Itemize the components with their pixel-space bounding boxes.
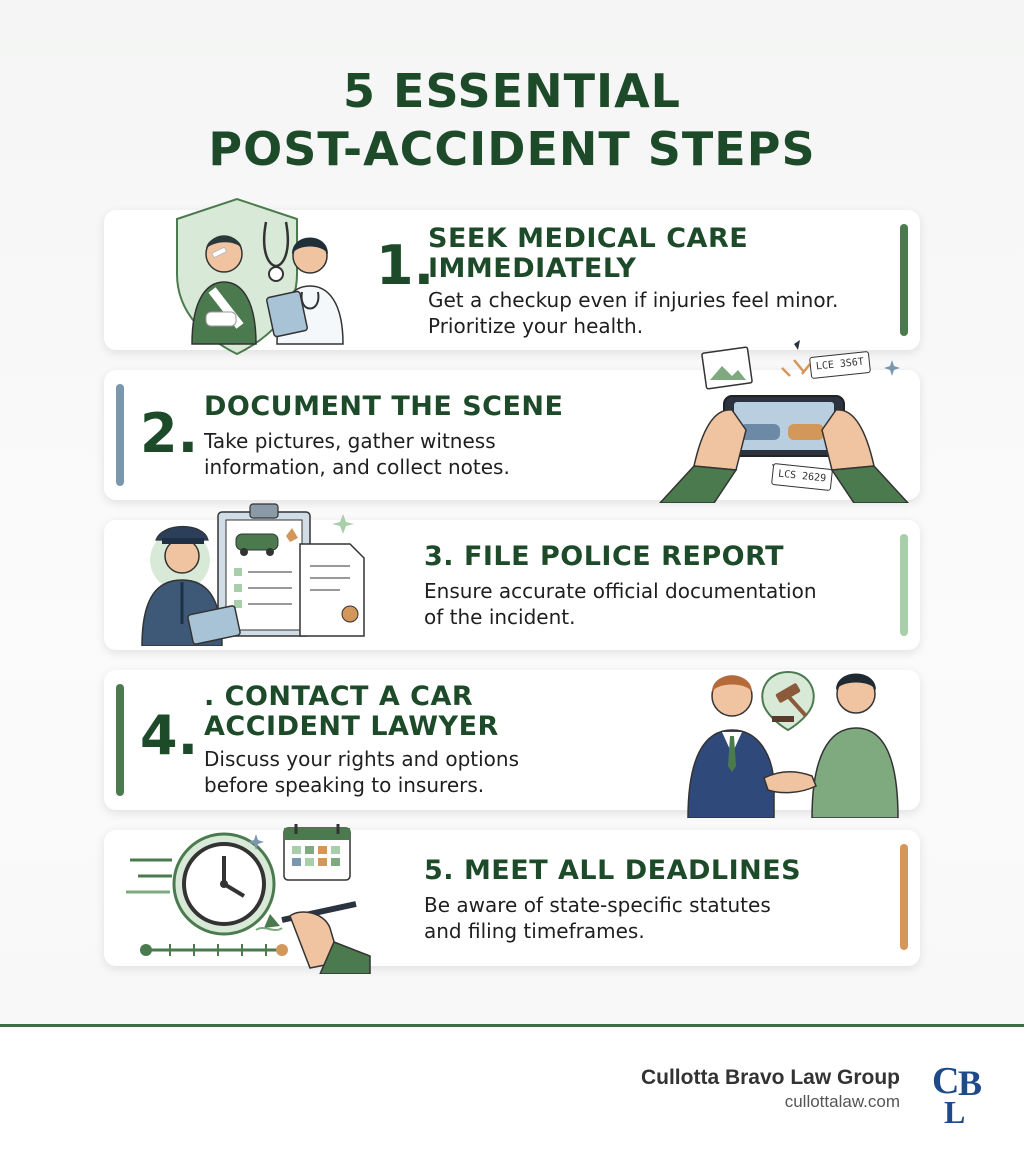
page-title-line-1: 5 ESSENTIAL bbox=[343, 64, 681, 118]
license-plate-2-text: LCS 2629 bbox=[777, 468, 827, 485]
step-4-description-line-1: Discuss your rights and options bbox=[204, 747, 519, 771]
step-card-1: 1. SEEK MEDICAL CARE IMMEDIATELY Get a c… bbox=[104, 197, 920, 356]
step-4-heading-line-2: ACCIDENT LAWYER bbox=[204, 711, 499, 742]
step-2-description: Take pictures, gather witness informatio… bbox=[204, 428, 510, 480]
step-card-4: 4. . CONTACT A CAR ACCIDENT LAWYER Discu… bbox=[104, 670, 920, 818]
step-4-heading-line-1: . CONTACT A CAR bbox=[204, 681, 474, 712]
cbl-logo-icon: C B L bbox=[932, 1060, 982, 1130]
step-1-heading-line-1: SEEK MEDICAL CARE bbox=[428, 223, 749, 254]
brand-website-link[interactable]: cullottalaw.com bbox=[784, 1092, 900, 1111]
step-4-description: Discuss your rights and options before s… bbox=[204, 746, 519, 798]
step-1-description-line-2: Prioritize your health. bbox=[428, 314, 644, 338]
step-2-description-line-1: Take pictures, gather witness bbox=[204, 429, 496, 453]
step-3-heading: 3. FILE POLICE REPORT bbox=[424, 541, 785, 572]
svg-text:C: C bbox=[932, 1060, 959, 1102]
step-5-heading: 5. MEET ALL DEADLINES bbox=[424, 855, 802, 886]
svg-text:L: L bbox=[944, 1094, 965, 1130]
step-3-description-line-1: Ensure accurate official documentation bbox=[424, 579, 817, 603]
step-card-3: 3. FILE POLICE REPORT Ensure accurate of… bbox=[104, 503, 920, 650]
step-1-heading-line-2: IMMEDIATELY bbox=[428, 253, 637, 284]
step-5-description-line-1: Be aware of state-specific statutes bbox=[424, 893, 771, 917]
step-3-accent-bar bbox=[900, 534, 908, 636]
svg-text:B: B bbox=[958, 1063, 982, 1103]
step-2-heading: DOCUMENT THE SCENE bbox=[204, 391, 564, 422]
deadlines-illustration bbox=[126, 824, 371, 974]
step-4-heading: . CONTACT A CAR ACCIDENT LAWYER bbox=[204, 682, 499, 742]
footer bbox=[0, 1027, 1024, 1154]
brand-name: Cullotta Bravo Law Group bbox=[640, 1066, 900, 1089]
page-title: 5 ESSENTIAL POST-ACCIDENT STEPS bbox=[0, 62, 1024, 178]
step-card-2: 2. DOCUMENT THE SCENE Take pictures, gat… bbox=[104, 340, 920, 503]
step-5-accent-bar bbox=[900, 844, 908, 950]
license-plate-1-text: LCE 3S6T bbox=[815, 356, 865, 373]
page-title-line-2: POST-ACCIDENT STEPS bbox=[208, 122, 816, 176]
step-3-description-line-2: of the incident. bbox=[424, 605, 576, 629]
step-2-number: 2. bbox=[140, 402, 199, 465]
step-5-description: Be aware of state-specific statutes and … bbox=[424, 892, 771, 944]
police-report-illustration bbox=[141, 503, 365, 646]
step-4-description-line-2: before speaking to insurers. bbox=[204, 773, 485, 797]
step-1-accent-bar bbox=[900, 224, 908, 336]
step-2-accent-bar bbox=[116, 384, 124, 486]
step-1-number: 1. bbox=[376, 234, 435, 297]
footer-divider bbox=[0, 1024, 1024, 1027]
step-5-description-line-2: and filing timeframes. bbox=[424, 919, 645, 943]
step-card-5: 5. MEET ALL DEADLINES Be aware of state-… bbox=[104, 824, 920, 974]
document-scene-illustration bbox=[658, 340, 910, 503]
brand-block: Cullotta Bravo Law Group cullottalaw.com bbox=[641, 1066, 900, 1112]
step-4-number: 4. bbox=[140, 704, 199, 767]
lawyer-handshake-illustration bbox=[687, 670, 899, 818]
step-3-description: Ensure accurate official documentation o… bbox=[424, 578, 817, 630]
step-1-description: Get a checkup even if injuries feel mino… bbox=[428, 287, 838, 339]
step-2-description-line-2: information, and collect notes. bbox=[204, 455, 510, 479]
step-1-description-line-1: Get a checkup even if injuries feel mino… bbox=[428, 288, 839, 312]
step-1-heading: SEEK MEDICAL CARE IMMEDIATELY bbox=[428, 224, 748, 284]
step-4-accent-bar bbox=[116, 684, 124, 796]
medical-care-illustration bbox=[176, 197, 344, 356]
